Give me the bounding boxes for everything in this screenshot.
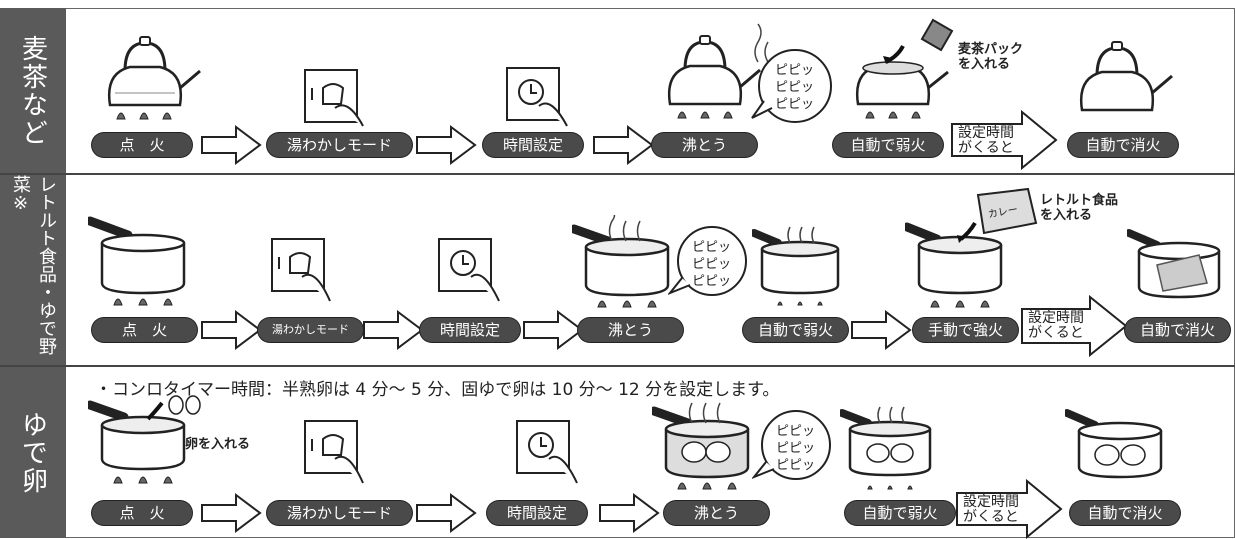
- section-label: レトルト食品・ゆで野菜※: [10, 175, 57, 355]
- step-ignite: 点 火: [92, 501, 192, 525]
- arrow-right-icon: [416, 125, 477, 165]
- tea-pack-icon: [920, 18, 954, 52]
- step-boil-mode: 湯わかしモード: [267, 133, 412, 157]
- pot-with-retort-icon: [905, 221, 1003, 308]
- pot-with-pack-off-icon: [1127, 229, 1221, 299]
- simmering-eggs-pot-icon: [840, 406, 932, 490]
- section-barley-tea: 麦茶など 点 火 湯わかしモード: [0, 8, 1235, 173]
- step-time-setting: 時間設定: [420, 318, 520, 342]
- timer-button-icon: [516, 420, 578, 484]
- step-time-setting: 時間設定: [483, 133, 583, 157]
- step-boil-mode: 湯わかしモード: [258, 318, 363, 342]
- step-boiling: 沸とう: [652, 133, 757, 157]
- boiling-kettle-icon: [667, 23, 769, 119]
- beep-line-3: ピピッ: [692, 274, 732, 289]
- section-divider: [0, 365, 1235, 367]
- beep-line-3: ピピッ: [776, 458, 816, 473]
- boiling-eggs-pot-icon: [652, 402, 750, 490]
- timer-button-icon: [438, 238, 500, 302]
- pot-on-burner-icon: [88, 216, 186, 306]
- kettle-on-burner-icon: [107, 36, 201, 120]
- boil-mode-button-icon: [271, 238, 331, 302]
- boil-mode-button-icon: [304, 420, 364, 484]
- arrow-box-icon: [951, 110, 1058, 170]
- eggs-pot-off-icon: [1065, 409, 1163, 479]
- step-boil-mode: 湯わかしモード: [267, 501, 412, 525]
- arrow-right-icon: [201, 125, 262, 165]
- beep-line-2: ピピッ: [776, 441, 816, 456]
- arrow-right-icon: [523, 310, 584, 350]
- step-ignite: 点 火: [92, 318, 197, 342]
- timer-reached-text: 設定時間 がくると: [958, 125, 1014, 156]
- pot-adding-eggs-icon: [88, 395, 201, 484]
- section-label-box: ゆで卵: [0, 367, 66, 538]
- section-label: ゆで卵: [17, 410, 48, 495]
- timer-reached-text: 設定時間 がくると: [963, 494, 1019, 525]
- egg-instruction: ・コンロタイマー時間：半熟卵は 4 分～ 5 分、固ゆで卵は 10 分～ 12 …: [95, 380, 780, 400]
- beep-line-1: ピピッ: [775, 63, 815, 78]
- arrow-right-icon: [599, 493, 660, 533]
- speech-bubble: [752, 410, 831, 480]
- beep-line-1: ピピッ: [692, 240, 732, 255]
- speech-bubble: [751, 49, 832, 123]
- arrow-right-icon: [851, 310, 912, 350]
- step-time-setting: 時間設定: [487, 501, 587, 525]
- section-label-box: 麦茶など: [0, 8, 66, 173]
- step-boiling: 沸とう: [664, 501, 769, 525]
- simmering-pot-icon: [752, 226, 840, 306]
- arrow-right-icon: [201, 493, 262, 533]
- timer-button-icon: [506, 67, 568, 127]
- egg-note: 卵を入れる: [185, 437, 251, 452]
- boiling-pot-icon: [572, 215, 670, 308]
- step-auto-off: 自動で消火: [1125, 318, 1230, 342]
- section-label: 麦茶など: [17, 34, 48, 147]
- beep-line-1: ピピッ: [776, 424, 816, 439]
- step-auto-off: 自動で消火: [1070, 501, 1180, 525]
- timer-reached-text: 設定時間 がくると: [1028, 310, 1084, 341]
- kettle-with-tea-pack-icon: [855, 45, 949, 119]
- section-label-box: レトルト食品・ゆで野菜※: [0, 175, 66, 365]
- beep-line-2: ピピッ: [775, 80, 815, 95]
- step-auto-low: 自動で弱火: [845, 501, 955, 525]
- section-boiled-egg: ゆで卵 ・コンロタイマー時間：半熟卵は 4 分～ 5 分、固ゆで卵は 10 分～…: [0, 367, 1235, 539]
- retort-pack-icon: [976, 187, 1038, 235]
- section-divider: [0, 173, 1235, 175]
- retort-pack-note: レトルト食品 を入れる: [1040, 193, 1119, 223]
- step-auto-low: 自動で弱火: [743, 318, 848, 342]
- section-retort: レトルト食品・ゆで野菜※ 点 火 湯わかしモード 時間設定: [0, 175, 1235, 365]
- step-boiling: 沸とう: [578, 318, 683, 342]
- step-auto-off: 自動で消火: [1068, 133, 1178, 157]
- arrow-right-icon: [593, 125, 654, 165]
- arrow-right-icon: [416, 493, 477, 533]
- tea-pack-note: 麦茶パック を入れる: [958, 42, 1024, 72]
- speech-bubble: [668, 226, 747, 296]
- step-ignite: 点 火: [92, 133, 192, 157]
- beep-line-2: ピピッ: [692, 257, 732, 272]
- step-manual-high: 手動で強火: [913, 318, 1018, 342]
- boil-mode-button-icon: [304, 69, 364, 127]
- arrow-right-icon: [201, 310, 262, 350]
- arrow-box-icon: [956, 479, 1063, 539]
- beep-line-3: ピピッ: [775, 97, 815, 112]
- kettle-off-icon: [1079, 41, 1173, 112]
- arrow-box-icon: [1021, 295, 1128, 357]
- step-auto-low: 自動で弱火: [833, 133, 943, 157]
- arrow-right-icon: [363, 310, 424, 350]
